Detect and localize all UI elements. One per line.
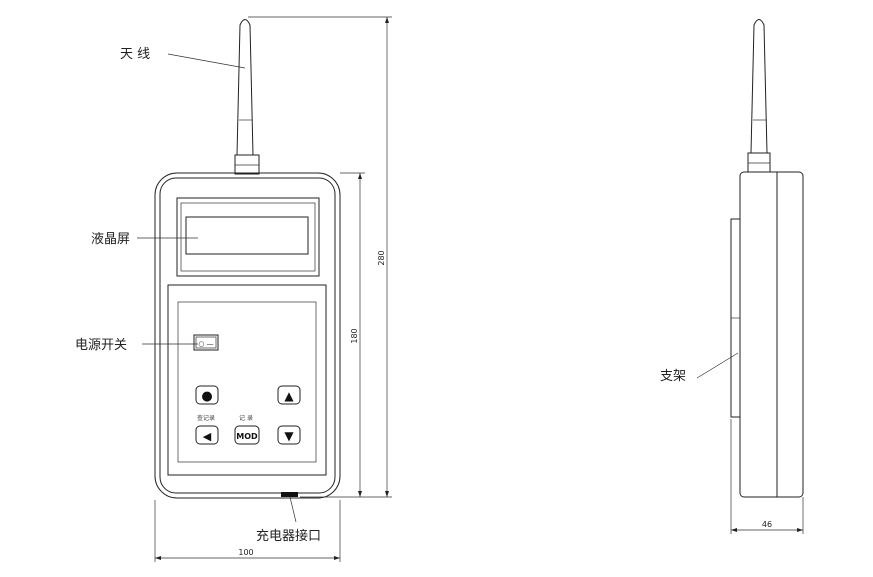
stand-label: 支架 xyxy=(660,369,686,384)
charger-port xyxy=(281,492,298,497)
front-view: ○ — ● ▲ 查记录 记 录 ◀ MOD ▼ 天 线 xyxy=(75,16,392,562)
total-height-dimension: 280 xyxy=(248,16,392,498)
power-switch-label: 电源开关 xyxy=(75,338,127,353)
keypad-panel-outer xyxy=(167,284,327,476)
side-body xyxy=(739,171,804,498)
lcd-screen xyxy=(185,216,309,255)
device-body-outer xyxy=(154,172,341,499)
body-height-dimension: 180 xyxy=(340,172,365,497)
label-records: 记 录 xyxy=(239,414,253,422)
body-height-label: 180 xyxy=(350,328,359,343)
mod-key[interactable]: MOD xyxy=(234,425,260,445)
up-key[interactable]: ▲ xyxy=(277,385,301,405)
power-switch[interactable]: ○ — xyxy=(193,334,219,351)
mod-key-label: MOD xyxy=(236,432,258,441)
record-key[interactable]: ● xyxy=(195,385,219,405)
device-body-inner xyxy=(159,177,336,494)
side-antenna-base xyxy=(747,152,771,173)
width-dimension: 100 xyxy=(154,500,341,562)
down-arrow-icon: ▼ xyxy=(284,429,294,443)
charger-leader xyxy=(289,496,297,523)
depth-label: 46 xyxy=(762,520,772,529)
charger-port-label: 充电器接口 xyxy=(256,528,321,544)
antenna xyxy=(236,19,254,156)
label-view-records: 查记录 xyxy=(197,414,215,422)
side-view: 支架 46 xyxy=(660,19,804,534)
antenna-label: 天 线 xyxy=(120,47,150,62)
width-dimension-label: 100 xyxy=(238,548,253,557)
left-key[interactable]: ◀ xyxy=(195,425,219,445)
lcd-bezel xyxy=(180,202,316,272)
lcd-frame xyxy=(176,197,320,277)
antenna-base xyxy=(234,154,260,175)
stand-leader xyxy=(696,352,739,379)
power-switch-glyph: ○ — xyxy=(198,340,213,348)
side-antenna xyxy=(750,19,768,154)
left-arrow-icon: ◀ xyxy=(203,430,212,443)
record-key-glyph: ● xyxy=(201,389,212,404)
antenna-leader xyxy=(167,53,246,69)
up-arrow-icon: ▲ xyxy=(284,389,294,403)
total-height-label: 280 xyxy=(377,250,386,265)
lcd-label: 液晶屏 xyxy=(91,232,130,247)
down-key[interactable]: ▼ xyxy=(277,425,301,445)
keypad-panel-inner xyxy=(177,301,317,463)
depth-dimension: 46 xyxy=(730,419,804,534)
